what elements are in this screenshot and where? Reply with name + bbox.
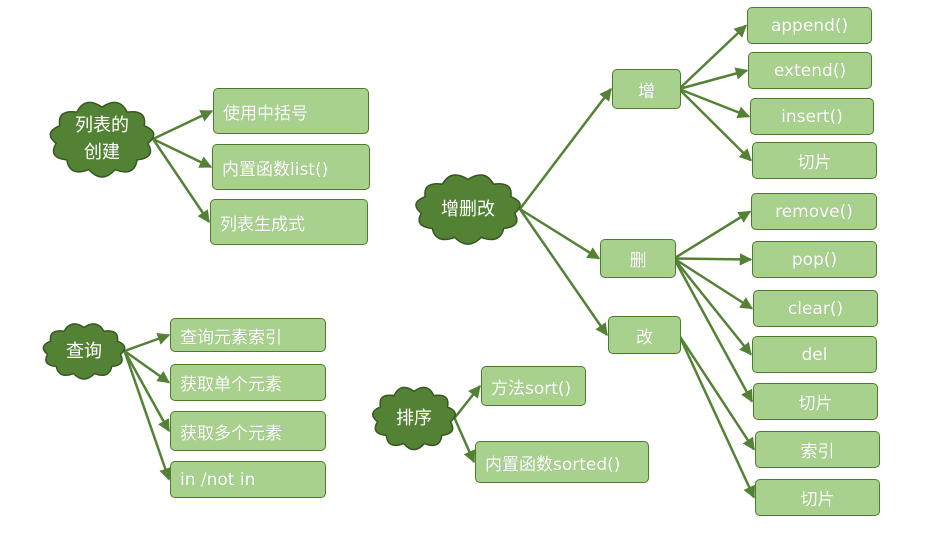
arrow-query-to-query_single [123, 349, 171, 384]
box-del-pop: pop() [752, 241, 877, 278]
arrow-del-to-del_del [673, 257, 752, 356]
cloud-outline [49, 101, 155, 178]
arrow-query-to-query_in [123, 350, 172, 481]
cloud-crud: 增删改 [409, 170, 527, 248]
cloud-outline [42, 323, 126, 380]
arrow-crud-to-mod [518, 208, 609, 337]
box-create-list-func: 内置函数list() [212, 144, 370, 190]
cloud-shape [49, 101, 155, 178]
arrow-create-to-create_comprehension [151, 138, 211, 224]
arrow-add-to-add_append [678, 24, 747, 90]
arrow-mod-to-mod_slice [677, 334, 756, 499]
arrow-create-to-create_brackets [152, 109, 214, 141]
box-sort-sorted: 内置函数sorted() [475, 441, 649, 483]
cloud-query-label: 查询 [66, 340, 102, 362]
box-add-extend: extend() [748, 52, 872, 89]
arrow-crud-to-del [519, 207, 601, 260]
cloud-shape [415, 174, 521, 245]
cloud-shape [42, 323, 126, 380]
arrow-del-to-del_pop [673, 253, 753, 266]
cloud-create: 列表的 创建 [44, 97, 160, 181]
arrow-crud-to-add [518, 88, 612, 210]
box-add-append: append() [747, 7, 872, 44]
arrow-del-to-del_remove [673, 210, 752, 260]
arrow-sort-to-sort_sorted [453, 417, 476, 464]
box-mod: 改 [608, 316, 681, 354]
arrow-create-to-create_list_func [152, 137, 213, 169]
arrow-mod-to-mod_index [677, 334, 756, 451]
box-create-comprehension: 列表生成式 [210, 199, 368, 245]
box-add-slice: 切片 [752, 142, 877, 179]
arrow-add-to-add_extend [678, 67, 749, 91]
cloud-outline [415, 174, 521, 245]
box-add-insert: insert() [750, 98, 874, 135]
box-add: 增 [612, 69, 681, 109]
box-del-del: del [752, 336, 877, 373]
cloud-shape [372, 386, 456, 451]
box-create-brackets: 使用中括号 [213, 88, 369, 134]
box-sort-method: 方法sort() [481, 366, 586, 406]
box-query-multi: 获取多个元素 [170, 411, 326, 451]
arrow-add-to-add_insert [678, 87, 751, 119]
arrow-del-to-del_slice [672, 257, 754, 403]
arrow-query-to-query_index [124, 332, 171, 353]
cloud-crud-label: 增删改 [441, 198, 495, 220]
box-del-slice: 切片 [753, 383, 878, 420]
box-del-remove: remove() [751, 193, 877, 230]
cloud-outline [372, 386, 456, 451]
cloud-create-label: 列表的 创建 [75, 115, 129, 163]
box-query-index: 查询元素索引 [170, 318, 326, 352]
box-mod-slice: 切片 [755, 479, 880, 516]
box-query-in: in /not in [170, 461, 326, 498]
cloud-sort: 排序 [368, 383, 460, 453]
box-del-clear: clear() [753, 290, 878, 327]
box-mod-index: 索引 [755, 431, 880, 468]
box-del: 删 [600, 239, 676, 278]
cloud-sort-label: 排序 [396, 407, 432, 429]
cloud-query: 查询 [38, 320, 130, 382]
arrow-del-to-del_clear [673, 257, 754, 310]
box-query-single: 获取单个元素 [170, 364, 326, 401]
arrow-query-to-query_multi [123, 350, 171, 433]
arrow-add-to-add_slice [678, 88, 752, 162]
arrow-sort-to-sort_method [453, 385, 481, 419]
